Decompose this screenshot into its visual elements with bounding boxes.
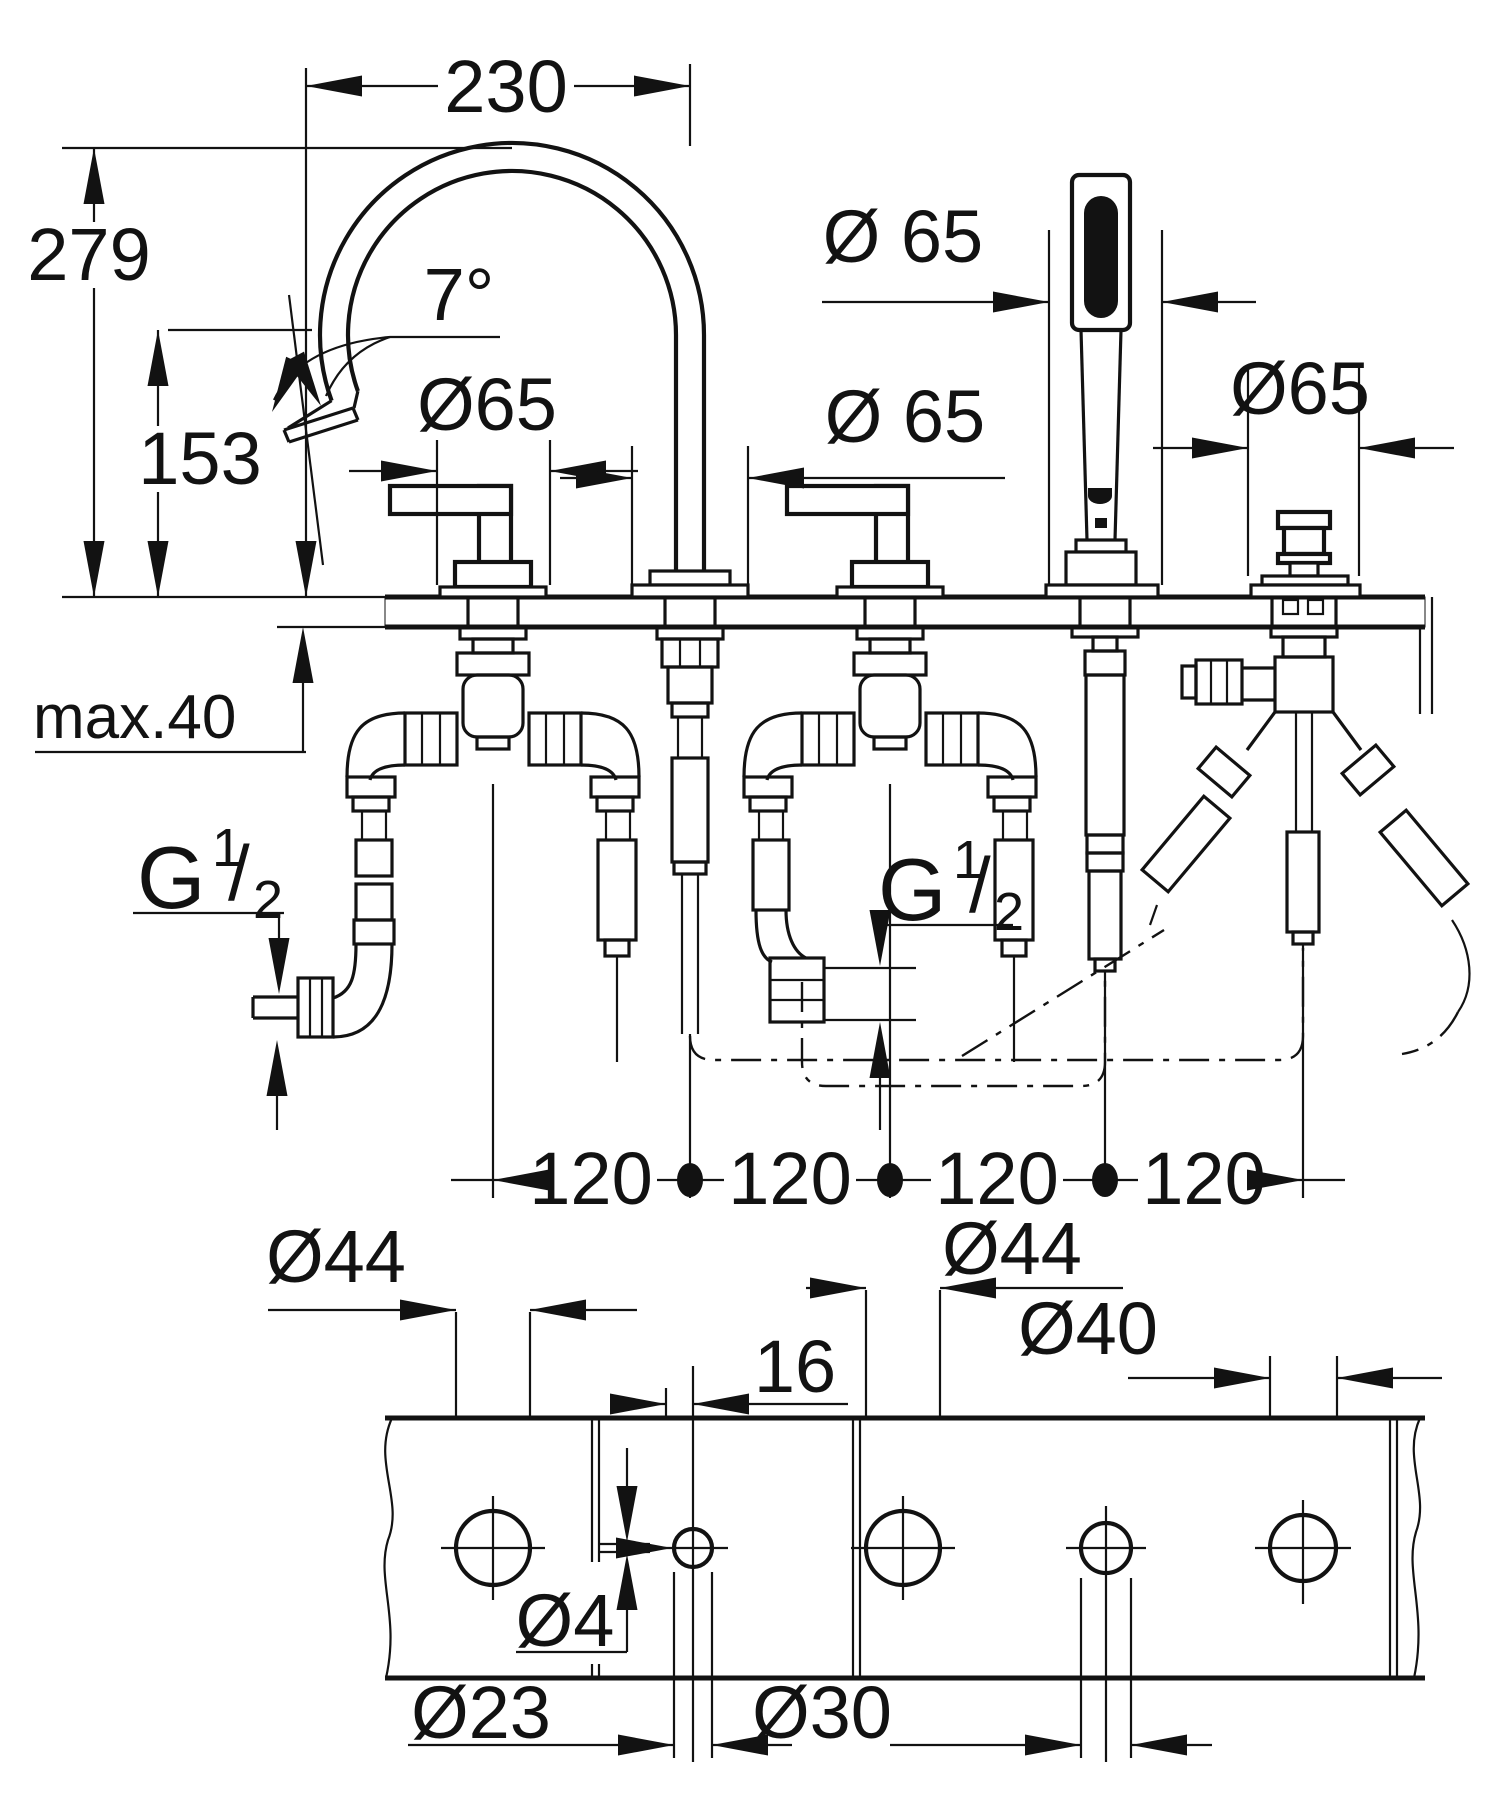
- dim-pin-hole: Ø4: [516, 1448, 672, 1662]
- dim-hole4-label: Ø30: [752, 1671, 892, 1754]
- dim-deck-thickness-label: max.40: [33, 683, 236, 752]
- valve-left: [345, 625, 641, 1062]
- dim-spout-angle: 7°: [262, 253, 500, 566]
- handle-right: [784, 483, 945, 599]
- dim-thread-right: G 1 / 2: [824, 830, 1024, 1130]
- dim-pin-offset: 16: [610, 1325, 848, 1418]
- phantom-routing: [688, 928, 1460, 1088]
- dim-escutcheon-diverter-label: Ø65: [1230, 347, 1370, 430]
- thread-right-num: 1: [953, 830, 983, 890]
- dim-pitch-label-2: 120: [728, 1137, 851, 1220]
- dim-hole5-label: Ø40: [1018, 1287, 1158, 1370]
- dim-escutcheon-hand-shower-label: Ø 65: [823, 195, 983, 278]
- diverter-anchor: [1281, 598, 1300, 616]
- hole-1: [441, 1496, 545, 1600]
- spout-collar: [648, 569, 732, 587]
- spout-connection: [655, 625, 725, 1034]
- hand-shower-hose: [1070, 625, 1140, 1196]
- dim-hole3: Ø44: [806, 1207, 1123, 1418]
- dim-hole1: Ø44: [266, 1215, 637, 1418]
- dim-escutcheon-diverter: Ø65: [1153, 347, 1454, 576]
- spout: [282, 140, 750, 599]
- break-line-left: [383, 1417, 394, 1679]
- dim-hole4: Ø30: [752, 1578, 1212, 1758]
- dim-hole1-label: Ø44: [266, 1215, 406, 1298]
- handle-escutcheon: [438, 585, 548, 599]
- diverter-escutcheon: [1249, 583, 1362, 599]
- handle-left: [387, 483, 548, 599]
- dim-spout-height-label: 153: [138, 417, 261, 500]
- dim-escutcheon-spout-label: Ø 65: [825, 375, 985, 458]
- dim-pitch-label-4: 120: [1142, 1137, 1265, 1220]
- front-view: 230 279 153 7° Ø65: [22, 45, 1471, 1220]
- diverter-anchor: [1306, 598, 1325, 616]
- dim-pin-hole-label: Ø4: [516, 1579, 615, 1662]
- dim-escutcheon-spout: Ø 65: [560, 375, 1005, 585]
- hand-shower-escutcheon: [1044, 583, 1160, 599]
- hand-shower-holder: [1064, 550, 1138, 587]
- thread-right-den: 2: [994, 882, 1024, 942]
- dim-pin-offset-label: 16: [754, 1325, 836, 1408]
- hole-2: [658, 1366, 728, 1762]
- thread-left-num: 1: [212, 818, 242, 878]
- spout-escutcheon: [630, 583, 750, 599]
- dim-pitch-label-3: 120: [935, 1137, 1058, 1220]
- supply-elbow-left: [251, 943, 394, 1039]
- hole-3: [851, 1496, 955, 1600]
- dim-pitch-chain: 120 120 120 120: [451, 784, 1345, 1220]
- dim-escutcheon-handle-left-label: Ø65: [417, 363, 557, 446]
- hole-4: [1066, 1506, 1146, 1762]
- dim-height-label: 279: [27, 213, 150, 296]
- dim-hole3-label: Ø44: [942, 1207, 1082, 1290]
- top-view: Ø44 16 Ø4 Ø44 Ø40: [266, 1207, 1442, 1762]
- thread-right-g: G: [878, 840, 946, 939]
- spray-face: [1084, 196, 1118, 318]
- thread-left-g: G: [137, 828, 205, 927]
- dim-hole5: Ø40: [1018, 1287, 1442, 1418]
- dim-angle-label: 7°: [424, 253, 495, 336]
- dim-height: 279: [22, 146, 512, 599]
- deck: [384, 594, 1434, 714]
- dim-reach: 230: [295, 45, 692, 597]
- dim-pitch-label-1: 120: [529, 1137, 652, 1220]
- dim-escutcheon-hand-shower: Ø 65: [822, 195, 1256, 585]
- dim-spout-height: 153: [134, 328, 312, 597]
- diverter: [1249, 509, 1362, 599]
- mounting-plate: [383, 1415, 1425, 1681]
- thread-left-den: 2: [253, 870, 283, 930]
- thread-right-slash: /: [969, 841, 991, 929]
- hand-shower: [1044, 172, 1160, 599]
- dim-hole2: Ø23: [408, 1572, 792, 1758]
- hole-5: [1255, 1500, 1351, 1604]
- handle-lever: [387, 483, 514, 517]
- dim-escutcheon-handle-left: Ø65: [349, 363, 638, 585]
- valve-right: [742, 625, 1038, 1062]
- dim-hole2-label: Ø23: [411, 1671, 551, 1754]
- diverter-body: [1139, 625, 1471, 1058]
- dim-thread-left: G 1 / 2: [133, 818, 290, 1130]
- break-line-right: [1411, 1417, 1422, 1679]
- dim-deck-thickness: max.40: [33, 625, 385, 754]
- thread-left-slash: /: [228, 829, 250, 917]
- dim-reach-label: 230: [444, 45, 567, 128]
